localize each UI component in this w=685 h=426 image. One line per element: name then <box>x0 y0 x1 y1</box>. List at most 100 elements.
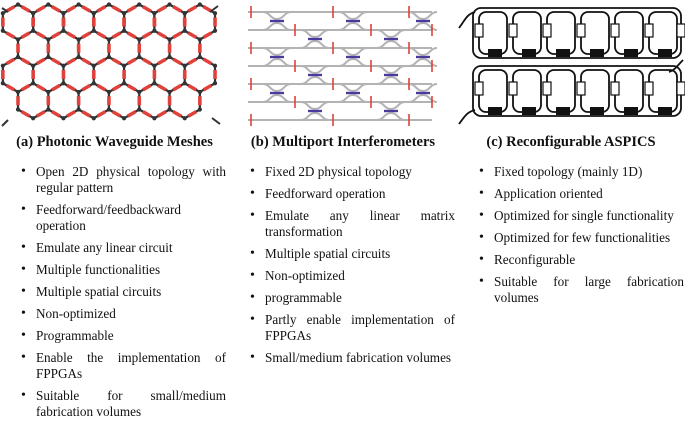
coupler-node <box>121 63 127 68</box>
coupler-arm <box>338 47 368 57</box>
tunable-coupler <box>644 81 654 96</box>
phase-shifter <box>126 57 137 66</box>
coupler-arm <box>376 75 406 85</box>
phase-shifter <box>202 31 213 39</box>
phase-shifter <box>187 5 198 13</box>
caption-title: Reconfigurable ASPICS <box>506 134 656 150</box>
list-item: Emulate any linear circuit <box>21 240 226 256</box>
port-stub <box>1 7 9 13</box>
coupler-node <box>76 107 81 112</box>
phase-shifter <box>35 110 46 118</box>
coupler-arm <box>300 111 330 121</box>
coupler-node <box>212 28 218 33</box>
tunable-coupler <box>676 23 685 38</box>
bullet-list-reconfigurable-aspics: Fixed topology (mainly 1D) Application o… <box>479 164 684 312</box>
coupler-node <box>182 63 187 68</box>
coupler-node <box>76 2 81 7</box>
coupler-arm <box>262 93 292 103</box>
list-item: Feedforward operation <box>250 186 455 202</box>
coupler-arm <box>376 65 406 75</box>
tunable-coupler <box>576 81 586 96</box>
coupler-arm <box>338 83 368 93</box>
port-stub <box>211 117 221 125</box>
phase-shifter <box>20 83 31 92</box>
coupler-node <box>167 2 172 7</box>
phase-shifter <box>5 83 16 92</box>
heater <box>590 107 604 115</box>
coupler-node <box>197 2 202 7</box>
coupler-arm <box>300 29 330 39</box>
coupler-node <box>15 37 21 42</box>
coupler-node <box>15 54 21 60</box>
coupler-node <box>106 54 112 60</box>
coupler-node <box>46 54 51 60</box>
phase-shifter <box>51 83 61 92</box>
coupler-arm <box>300 65 330 75</box>
coupler-arm <box>338 57 368 67</box>
heater <box>556 49 570 57</box>
bullet-list-waveguide-meshes: Open 2D physical topology with regular p… <box>21 164 226 426</box>
list-item: Reconfigurable <box>479 252 684 268</box>
coupler-node <box>76 89 81 95</box>
coupler-arm <box>338 93 368 103</box>
coupler-node <box>106 37 112 42</box>
phase-shifter <box>66 5 76 13</box>
coupler-node <box>61 63 66 68</box>
list-item: Application oriented <box>479 186 684 202</box>
phase-shifter <box>157 110 167 118</box>
tunable-coupler <box>576 23 586 38</box>
list-item: Open 2D physical topology with regular p… <box>21 164 226 196</box>
heater <box>658 107 672 115</box>
list-item: Fixed 2D physical topology <box>250 164 455 180</box>
tunable-coupler <box>508 23 518 38</box>
coupler-node <box>46 37 51 42</box>
coupler-arm <box>376 39 406 49</box>
phase-shifter <box>96 83 107 92</box>
phase-shifter <box>111 110 122 118</box>
coupler-node <box>182 116 187 121</box>
phase-shifter <box>126 110 137 118</box>
coupler-node <box>91 81 96 86</box>
coupler-node <box>121 11 127 16</box>
phase-shifter <box>51 110 61 118</box>
phase-shifter <box>187 110 198 118</box>
coupler-node <box>167 54 172 60</box>
coupler-node <box>61 81 66 86</box>
input-port <box>458 11 476 29</box>
list-item: Feedforward/feedbackward operation <box>21 202 226 234</box>
coupler-node <box>121 116 127 121</box>
hexagonal-mesh-diagram <box>0 2 221 127</box>
phase-shifter <box>35 83 46 92</box>
coupler-node <box>31 81 36 86</box>
phase-shifter <box>157 31 167 39</box>
coupler-node <box>15 107 21 112</box>
heater <box>590 49 604 57</box>
coupler-arm <box>262 57 292 67</box>
coupler-node <box>167 107 172 112</box>
phase-shifter <box>81 57 91 66</box>
port-stub <box>209 5 219 13</box>
phase-shifter <box>96 5 107 13</box>
phase-shifter <box>172 31 182 39</box>
coupler-node <box>91 11 96 16</box>
heater <box>522 49 536 57</box>
caption-label: (b) <box>250 134 269 150</box>
coupler-arm <box>300 39 330 49</box>
phase-shifter <box>111 57 122 66</box>
coupler-arm <box>262 21 292 31</box>
heater <box>522 107 536 115</box>
coupler-node <box>0 28 5 33</box>
phase-shifter <box>126 31 137 39</box>
caption-multiport-interferometers: (b) Multiport Interferometers <box>229 134 457 151</box>
phase-shifter <box>81 110 91 118</box>
coupler-arm <box>300 75 330 85</box>
coupler-arm <box>338 21 368 31</box>
heater <box>624 49 638 57</box>
phase-shifter <box>187 83 198 92</box>
coupler-node <box>0 63 5 68</box>
coupler-arm <box>408 83 438 93</box>
coupler-node <box>15 2 21 7</box>
coupler-node <box>46 89 51 95</box>
coupler-node <box>152 11 157 16</box>
phase-shifter <box>20 110 31 118</box>
